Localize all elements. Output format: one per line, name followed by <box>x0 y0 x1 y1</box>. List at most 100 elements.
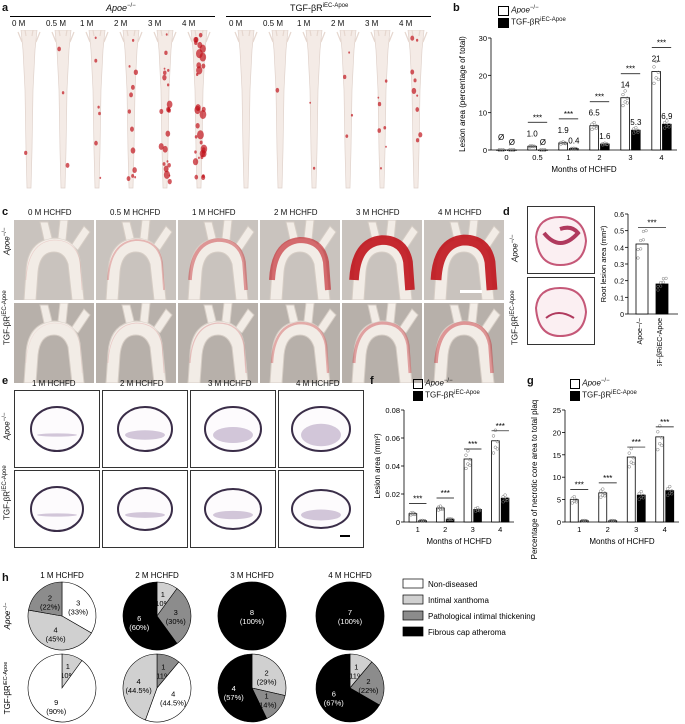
bar-tgfbr <box>662 123 672 151</box>
cross-section-drawing <box>204 406 262 452</box>
pie-slice <box>122 581 178 651</box>
aorta-image <box>85 30 109 189</box>
bar-apoe <box>558 142 568 151</box>
section-timepoint-label: 2 M HCHFD <box>120 379 164 388</box>
lesion-spot <box>166 160 169 163</box>
aorta-branches <box>85 30 109 43</box>
bar-apoe <box>569 499 579 523</box>
data-point <box>656 284 660 288</box>
pie-slice-percent: (30%) <box>166 617 187 626</box>
data-point <box>636 130 640 134</box>
data-point <box>656 430 660 434</box>
aortic-arch-photo <box>178 303 258 383</box>
x-axis-label: Months of HCHFD <box>551 165 617 174</box>
pie-slice-count: 2 <box>366 677 370 686</box>
pie-slice-count: 3 <box>76 599 80 608</box>
data-point <box>594 124 598 128</box>
x-tick-label: 4 <box>659 153 663 162</box>
pie-slice-count: 1 <box>265 692 269 701</box>
x-tick-label: 2 <box>597 153 601 162</box>
pie-slice-percent: (10%) <box>153 599 174 608</box>
vessel-wall <box>204 488 262 530</box>
data-point <box>413 512 417 517</box>
data-point <box>636 256 640 260</box>
data-label: 1.0 <box>527 129 539 138</box>
aortic-arch-photo <box>96 220 176 300</box>
lesion-spot <box>159 108 164 115</box>
data-point <box>599 495 603 499</box>
lesion-spot <box>129 92 133 98</box>
aortic-arch-drawing <box>430 220 501 300</box>
cross-section-image <box>14 390 100 468</box>
y-tick-label: 0.04 <box>385 462 400 471</box>
y-tick-label: 20 <box>479 71 487 80</box>
panel-e-row2-label: TGF-βRiEC-Apoe <box>2 465 12 520</box>
data-point <box>656 70 660 75</box>
aorta-vessel <box>271 30 289 189</box>
y-tick-label: 0.4 <box>614 245 624 252</box>
lesion-spot <box>192 158 199 166</box>
arch-branches <box>39 303 91 334</box>
significance-stars: *** <box>496 422 505 431</box>
vessel-wall <box>117 406 173 452</box>
data-point <box>530 144 534 148</box>
cross-section-image <box>102 390 188 468</box>
bar-apoe <box>408 513 418 523</box>
plaque-overlay <box>25 239 83 291</box>
data-point <box>559 140 563 145</box>
pie-slice <box>156 588 192 644</box>
lesion-spot <box>130 147 136 154</box>
panel-f-legend-2: TGF-βRiEC-Apoe <box>413 390 480 401</box>
pie-slice <box>28 581 63 617</box>
pie-slice <box>251 653 287 696</box>
data-point <box>503 493 507 497</box>
aortic-arch-drawing <box>269 220 337 300</box>
data-point <box>582 518 586 523</box>
y-tick-label: 0.6 <box>614 212 624 219</box>
data-point <box>574 498 578 502</box>
lesion-spot <box>94 36 97 40</box>
data-point <box>658 442 662 446</box>
aortic-arch-drawing <box>23 303 91 383</box>
aortic-arch-drawing <box>23 220 91 300</box>
aorta-timepoint-label: 3 M <box>148 19 162 28</box>
data-point <box>599 489 603 493</box>
data-point <box>623 89 627 93</box>
photo-timepoint-label: 1 M HCHFD <box>192 208 236 217</box>
lesion-spot <box>132 167 137 174</box>
vessel-wall <box>30 486 84 532</box>
aorta-timepoint-label: 2 M <box>114 19 128 28</box>
data-point <box>625 96 629 100</box>
significance-stars: *** <box>647 218 656 227</box>
aorta-branches <box>51 30 75 43</box>
data-point <box>667 122 671 127</box>
data-point <box>505 498 509 503</box>
data-point <box>563 141 567 146</box>
lesion-spot <box>94 140 98 146</box>
row1-sup: −/− <box>3 603 9 611</box>
legend-label: Intimal xanthoma <box>428 596 489 605</box>
aorta-image <box>268 30 292 189</box>
data-point <box>665 124 669 128</box>
data-label: 1.6 <box>599 132 611 141</box>
plaque-overlay <box>188 238 248 291</box>
pie-timepoint-label: 1 M HCHFD <box>40 572 84 580</box>
lesion-spot <box>162 162 166 166</box>
pie-slice <box>122 653 158 721</box>
pie-slice-count: 1 <box>354 662 358 671</box>
y-tick-label: 0.02 <box>385 490 400 499</box>
aortic-arch <box>351 320 413 383</box>
data-point <box>601 143 605 147</box>
data-point <box>621 92 625 97</box>
pie-row2-label: TGF-βRiEC-Apoe <box>3 662 12 715</box>
lesion-spot <box>99 176 102 179</box>
panel-b-legend-1: Apoe−/− <box>498 5 539 16</box>
data-point <box>660 436 664 440</box>
y-axis-label: Lesion area (percentage of total) <box>458 36 467 152</box>
row1-name: Apoe <box>3 610 12 630</box>
bar-apoe <box>436 507 445 523</box>
plaque-region <box>301 509 341 521</box>
data-point <box>670 492 674 496</box>
panel-a-group2-line <box>226 16 431 17</box>
